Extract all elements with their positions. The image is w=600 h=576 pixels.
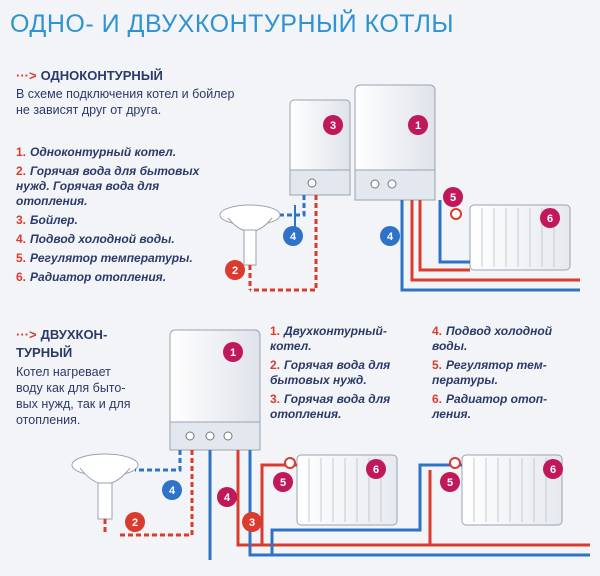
radiator xyxy=(461,454,563,526)
arrow-icon: ···> xyxy=(16,68,37,83)
svg-text:1: 1 xyxy=(230,347,236,359)
single-heading-text: ОДНОКОНТУРНЫЙ xyxy=(40,68,163,83)
svg-text:4: 4 xyxy=(290,231,297,243)
svg-text:5: 5 xyxy=(280,477,286,489)
svg-text:4: 4 xyxy=(224,492,231,504)
double-circuit-boiler xyxy=(169,329,261,451)
double-desc-line: отопления. xyxy=(16,413,81,427)
double-desc-line: воду как для быто- xyxy=(16,381,126,395)
list-item: 6.Радиатор отоп-ления. xyxy=(432,392,548,421)
thermostat-valve xyxy=(450,208,462,220)
double-heading-text: ТУРНЫЙ xyxy=(16,345,73,360)
double-heading-text: ДВУХКОН- xyxy=(40,327,108,342)
list-item: 4.Подвод холодной воды. xyxy=(16,232,175,246)
badges-single: 3 1 4 4 2 5 6 xyxy=(225,115,560,280)
svg-text:5: 5 xyxy=(447,477,453,489)
list-item: 5.Регулятор температуры. xyxy=(16,251,193,265)
list-item: 3.Бойлер. xyxy=(16,213,78,227)
thermostat-valve xyxy=(284,457,296,469)
boiler-tank xyxy=(289,99,351,196)
svg-text:6: 6 xyxy=(373,464,379,476)
pipes-double xyxy=(103,450,590,560)
svg-text:4: 4 xyxy=(387,231,394,243)
single-circuit-boiler xyxy=(354,84,436,201)
badges-double: 1 4 4 2 3 5 6 5 6 xyxy=(125,342,563,532)
single-desc-line: В схеме подключения котел и бойлер xyxy=(16,87,235,101)
double-desc-line: вых нужд, так и для xyxy=(16,397,131,411)
list-item: 5.Регулятор тем-пературы. xyxy=(432,358,547,387)
thermostat-valve xyxy=(449,457,461,469)
svg-text:6: 6 xyxy=(550,464,556,476)
svg-text:1: 1 xyxy=(415,120,421,132)
single-heading: ···>ОДНОКОНТУРНЫЙ xyxy=(16,68,163,83)
arrow-icon: ···> xyxy=(16,327,37,342)
list-item: 6.Радиатор отопления. xyxy=(16,270,167,284)
svg-text:2: 2 xyxy=(132,517,138,529)
svg-text:3: 3 xyxy=(249,517,255,529)
page-title: ОДНО- И ДВУХКОНТУРНЫЙ КОТЛЫ xyxy=(10,10,455,38)
svg-text:3: 3 xyxy=(330,120,336,132)
svg-text:4: 4 xyxy=(169,485,176,497)
double-legend-col1: 1.Двухконтурный-котел. 2.Горячая вода дл… xyxy=(270,324,420,426)
single-description: В схеме подключения котел и бойлер не за… xyxy=(16,86,234,118)
sink xyxy=(219,204,281,266)
svg-text:6: 6 xyxy=(547,213,553,225)
pipes-single xyxy=(248,195,580,292)
single-desc-line: не зависят друг от друга. xyxy=(16,103,162,117)
double-heading: ···>ДВУХКОН- ТУРНЫЙ xyxy=(16,326,107,362)
list-item: 1.Одноконтурный котел. xyxy=(16,145,177,159)
svg-text:5: 5 xyxy=(450,192,456,204)
single-legend: 1.Одноконтурный котел. 2.Горячая вода дл… xyxy=(16,145,226,289)
sink xyxy=(71,453,139,520)
double-desc-line: Котел нагревает xyxy=(16,365,111,379)
double-description: Котел нагревает воду как для быто- вых н… xyxy=(16,364,131,428)
svg-text:2: 2 xyxy=(232,265,238,277)
list-item: 1.Двухконтурный-котел. xyxy=(270,324,387,353)
